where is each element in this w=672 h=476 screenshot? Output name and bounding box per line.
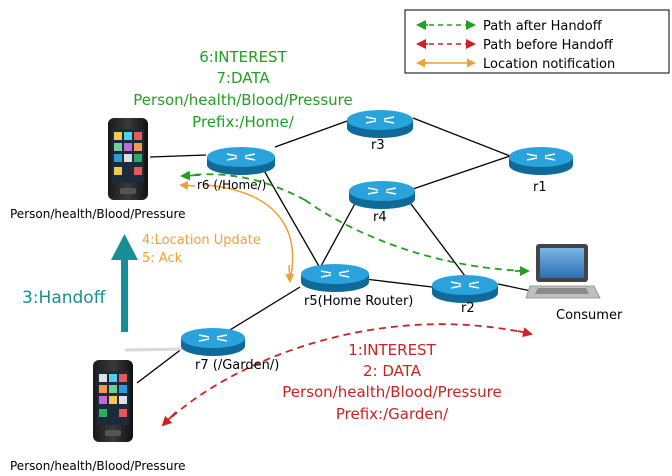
legend: Path after Handoff Path before Handoff L… (404, 9, 670, 74)
link-r4-r5 (319, 197, 359, 269)
router-r2-icon (432, 275, 498, 303)
router-r7-icon (181, 328, 245, 356)
bottom-message-line3: Person/health/Blood/Pressure (282, 383, 501, 401)
router-r6-icon (207, 147, 275, 175)
legend-after-label: Path after Handoff (483, 19, 603, 34)
router-r2-label: r2 (461, 301, 475, 316)
router-r5-icon (301, 264, 369, 292)
location-notification-path (204, 184, 294, 281)
router-r3-label: r3 (371, 138, 385, 153)
link-r5-r2 (364, 278, 433, 288)
top-message-line1: 6:INTEREST (199, 48, 287, 66)
link-r7-device (136, 347, 184, 384)
router-r6-label: r6 (/Home/) (197, 178, 266, 192)
laptop-consumer-icon (525, 244, 601, 299)
router-r5-label: r5(Home Router) (304, 294, 413, 309)
link-r4-r2 (407, 199, 469, 281)
bottom-message: 1:INTEREST 2: DATA Person/health/Blood/P… (282, 341, 501, 423)
top-message-line4: Prefix:/Home/ (192, 113, 295, 131)
link-r4-r1 (409, 155, 511, 191)
consumer-label: Consumer (556, 308, 623, 323)
router-r1-label: r1 (533, 180, 547, 195)
location-notification-arrow-tail (285, 264, 295, 283)
bottom-message-line2: 2: DATA (363, 362, 422, 380)
link-r6-r3 (274, 119, 351, 148)
handoff-arrow (111, 234, 138, 332)
smartphone-top-icon (108, 118, 148, 200)
top-message: 6:INTEREST 7:DATA Person/health/Blood/Pr… (133, 48, 352, 131)
path-before-handoff-arrow-right (517, 327, 533, 338)
path-after-handoff-arrow-left (180, 170, 201, 181)
router-r4-label: r4 (373, 210, 387, 225)
smartphone-bottom-icon (93, 360, 133, 442)
path-before-handoff-arrow-left (161, 411, 177, 427)
bottom-message-line1: 1:INTEREST (348, 341, 436, 359)
location-update-text: 4:Location Update 5: Ack (142, 233, 261, 266)
link-device-r6 (149, 154, 207, 158)
handoff-label: 3:Handoff (22, 288, 107, 308)
legend-before-label: Path before Handoff (483, 38, 614, 53)
device-bottom-label: Person/health/Blood/Pressure (10, 459, 186, 473)
shadow-line (124, 347, 187, 352)
location-update-line2: 5: Ack (142, 251, 183, 266)
location-notification-arrow-head (179, 181, 196, 190)
top-message-line3: Person/health/Blood/Pressure (133, 91, 352, 109)
router-r4-icon (349, 181, 415, 209)
top-message-line2: 7:DATA (216, 69, 270, 87)
link-r3-r1 (412, 117, 511, 157)
router-r1-icon (509, 147, 573, 175)
router-r7-label: r7 (/Garden/) (195, 358, 279, 373)
router-labels: r3 r1 r4 r6 (/Home/) r5(Home Router) r2 … (195, 138, 547, 373)
link-r5-r7 (224, 286, 301, 334)
device-top-label: Person/health/Blood/Pressure (10, 207, 186, 221)
location-update-line1: 4:Location Update (142, 233, 261, 248)
network-links (136, 117, 556, 384)
router-r3-icon (347, 110, 413, 138)
bottom-message-line4: Prefix:/Garden/ (336, 405, 449, 423)
link-r6-r5 (261, 166, 321, 269)
legend-notify-label: Location notification (483, 57, 615, 72)
path-before-handoff (162, 323, 532, 426)
